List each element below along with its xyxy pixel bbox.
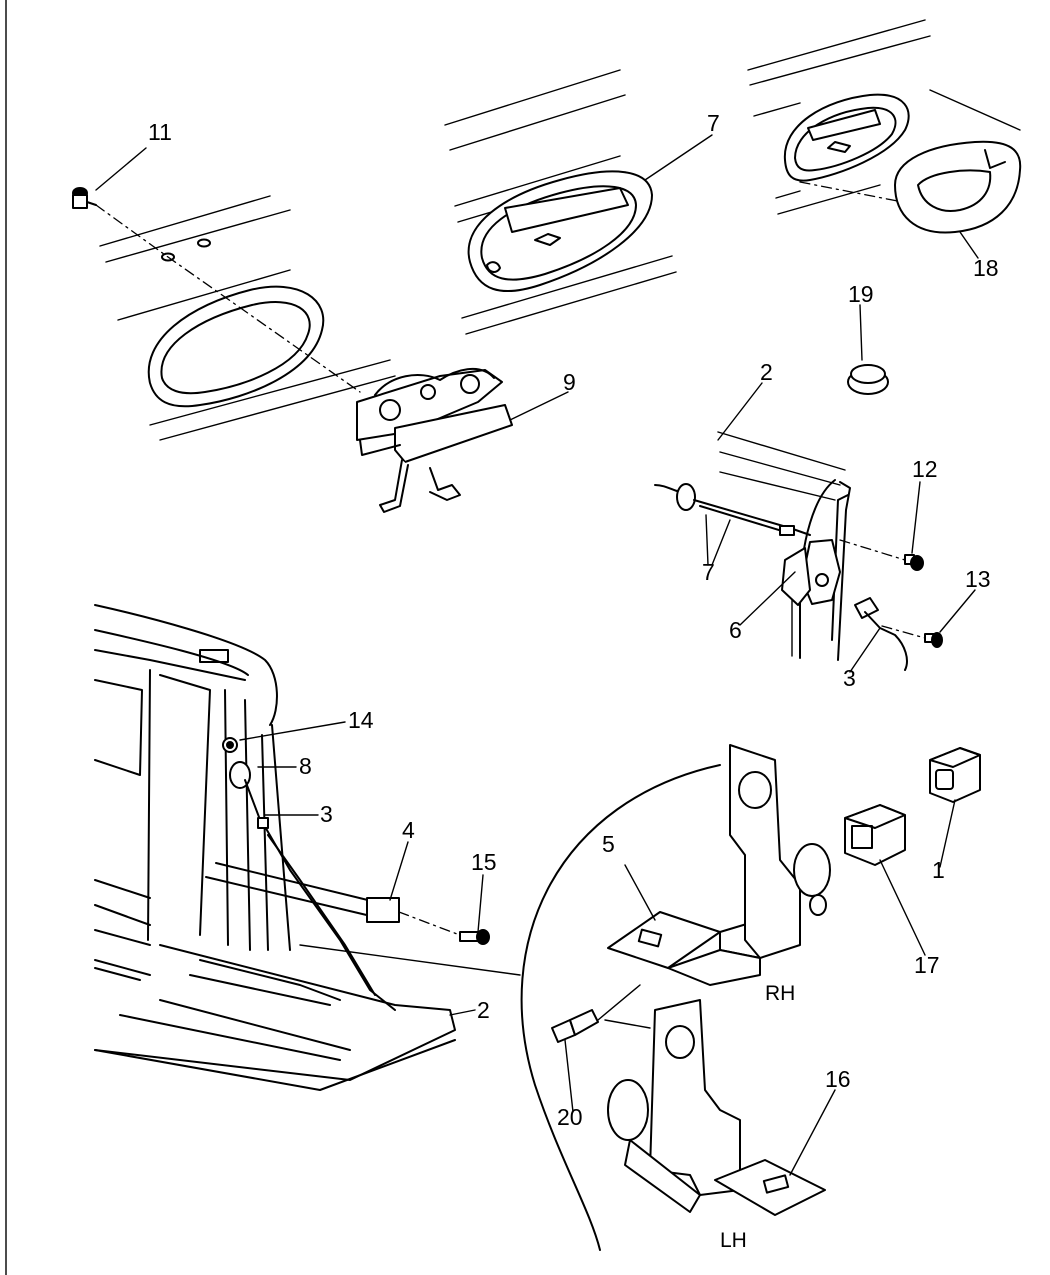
label-rh: RH xyxy=(765,982,795,1005)
detail-pointer-line xyxy=(299,944,521,976)
handle-bezel-7-icon xyxy=(467,170,653,293)
assembly-line-20b xyxy=(604,1019,651,1029)
tailgate-inner-panel xyxy=(94,604,291,951)
callout-2-bottom: 2 xyxy=(477,997,490,1023)
tailgate-panel-right xyxy=(747,19,1021,215)
assembly-line-11 xyxy=(95,204,361,393)
bracket-16-lh-icon xyxy=(607,999,826,1216)
cap-1-icon xyxy=(929,747,981,803)
callout-5: 5 xyxy=(602,831,615,857)
detail-circle-arc xyxy=(520,764,721,1251)
callout-1: 1 xyxy=(932,857,945,883)
cable-7-icon xyxy=(654,483,811,536)
callout-8: 8 xyxy=(299,753,312,779)
callout-19: 19 xyxy=(848,281,874,307)
assembly-line-20 xyxy=(597,984,641,1021)
callout-20: 20 xyxy=(557,1104,583,1130)
callout-7-mid: 7 xyxy=(702,559,715,585)
callout-16: 16 xyxy=(825,1066,851,1092)
callout-3-top: 3 xyxy=(843,665,856,691)
bolt-15-icon xyxy=(459,929,490,945)
callout-17: 17 xyxy=(914,952,940,978)
callout-13: 13 xyxy=(965,566,991,592)
assembly-line-18 xyxy=(799,181,919,206)
rod-and-lock-4-icon xyxy=(205,862,466,938)
callout-12: 12 xyxy=(912,456,938,482)
callout-4: 4 xyxy=(402,817,415,843)
callout-7-top: 7 xyxy=(707,110,720,136)
callout-9: 9 xyxy=(563,369,576,395)
callout-15: 15 xyxy=(471,849,497,875)
bolt-20-icon xyxy=(551,1009,599,1043)
label-lh: LH xyxy=(720,1229,747,1252)
fastener-14-icon xyxy=(222,737,238,753)
callout-11: 11 xyxy=(148,119,172,145)
bed-floor-panel xyxy=(94,879,456,1091)
leader-lines xyxy=(95,134,979,1176)
plug-19-icon xyxy=(847,364,889,395)
callout-2-top: 2 xyxy=(760,359,773,385)
linkage-3-icon xyxy=(854,597,943,671)
bezel-18-icon xyxy=(894,140,1022,234)
handle-rear-right-icon xyxy=(783,93,910,182)
latch-6-icon xyxy=(781,539,841,606)
bolt-11-icon xyxy=(72,187,97,209)
bolt-12-icon xyxy=(839,539,924,571)
callout-3-bottom: 3 xyxy=(320,801,333,827)
tailgate-exterior-panel xyxy=(99,195,396,441)
handle-assembly-9-icon xyxy=(356,367,513,513)
bracket-5-rh-icon xyxy=(607,744,831,986)
bushing-17-icon xyxy=(844,804,906,866)
callout-6: 6 xyxy=(729,617,742,643)
callout-18: 18 xyxy=(973,255,999,281)
callout-14: 14 xyxy=(348,707,374,733)
cable-3-icon xyxy=(229,761,396,1011)
